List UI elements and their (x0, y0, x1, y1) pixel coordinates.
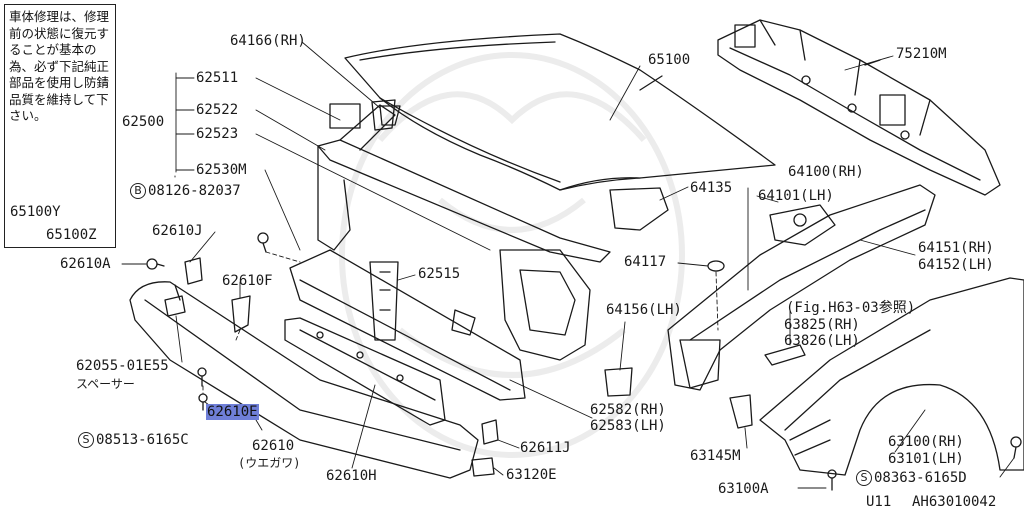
front-fascia (129, 281, 479, 479)
bracket-62610f (231, 295, 251, 333)
label-08126: 08126-82037 (148, 183, 241, 199)
label-62511: 62511 (196, 70, 239, 86)
label-63101: 63101(LH) (888, 451, 964, 467)
label-62523: 62523 (196, 126, 239, 142)
label-63100a: 63100A (718, 481, 769, 497)
hood-panel (344, 33, 776, 191)
highlighted-part-62610e: 62610E (206, 404, 259, 420)
label-62611j: 62611J (520, 440, 571, 456)
screw-marker-s2: S (856, 470, 872, 486)
bolt-marker-b: B (130, 183, 146, 199)
label-62582: 62582(RH) (590, 402, 666, 418)
label-65100z: 65100Z (46, 227, 97, 243)
bracket-63120e (471, 457, 495, 477)
label-75210m: 75210M (896, 46, 947, 62)
label-65100: 65100 (648, 52, 691, 68)
bracket-63825 (764, 344, 806, 366)
label-spacer: スペーサー (76, 377, 135, 391)
label-64166: 64166(RH) (230, 33, 306, 49)
bracket-62611j (481, 419, 499, 445)
radiator-core-support (289, 103, 669, 401)
label-64151: 64151(RH) (918, 240, 994, 256)
bracket-64166 (371, 99, 396, 131)
repair-note-text: 車体修理は、修理前の状態に復元することが基本の為、必ず下記純正部品を使用し防錆品… (9, 9, 110, 123)
label-62530m: 62530M (196, 162, 247, 178)
label-08513: 08513-6165C (96, 432, 189, 448)
bracket-64156 (604, 367, 633, 397)
label-62610-sub: (ウエガワ) (238, 456, 301, 470)
spacer-62055 (164, 295, 186, 317)
label-63100: 63100(RH) (888, 434, 964, 450)
label-62610f: 62610F (222, 273, 273, 289)
label-62515: 62515 (418, 266, 461, 282)
hood-ledge-assembly (667, 184, 936, 391)
label-62610: 62610 (252, 438, 295, 454)
bolt-icon (257, 232, 269, 253)
label-63825: 63825(RH) (784, 317, 860, 333)
label-62610e: 62610E (206, 404, 259, 420)
screw-marker-s: S (78, 432, 94, 448)
dash-crossmember (717, 19, 1001, 196)
label-63120e: 63120E (506, 467, 557, 483)
label-64135: 64135 (690, 180, 733, 196)
watermark-logo (339, 52, 685, 458)
label-64152: 64152(LH) (918, 257, 994, 273)
diagram-ref-u11: U11 (866, 494, 892, 510)
label-62055: 62055-01E55 (76, 358, 169, 374)
label-64156: 64156(LH) (606, 302, 682, 318)
label-63145m: 63145M (690, 448, 741, 464)
label-62610j: 62610J (152, 223, 203, 239)
label-62610h: 62610H (326, 468, 377, 484)
lower-reinforcement (284, 317, 446, 426)
leader-lines (121, 41, 1015, 489)
label-08363: 08363-6165D (874, 470, 967, 486)
label-62500: 62500 (122, 114, 165, 130)
label-62583: 62583(LH) (590, 418, 666, 434)
repair-note-box: 車体修理は、修理前の状態に復元することが基本の為、必ず下記純正部品を使用し防錆品… (4, 4, 116, 248)
label-62522: 62522 (196, 102, 239, 118)
label-64117: 64117 (624, 254, 667, 270)
bracket-63145m (729, 394, 753, 429)
label-65100y: 65100Y (10, 204, 61, 220)
label-62610a: 62610A (60, 256, 111, 272)
label-63826: 63826(LH) (784, 333, 860, 349)
label-64101: 64101(LH) (758, 188, 834, 204)
diagram-ref-code: AH63010042 (912, 494, 997, 510)
dashed-guides (202, 251, 719, 395)
bracket-62610j (184, 257, 203, 285)
grommet-64117 (707, 260, 725, 272)
label-64100: 64100(RH) (788, 164, 864, 180)
label-fig-ref: (Fig.H63-03参照) (786, 300, 916, 316)
front-fender (759, 277, 1024, 476)
